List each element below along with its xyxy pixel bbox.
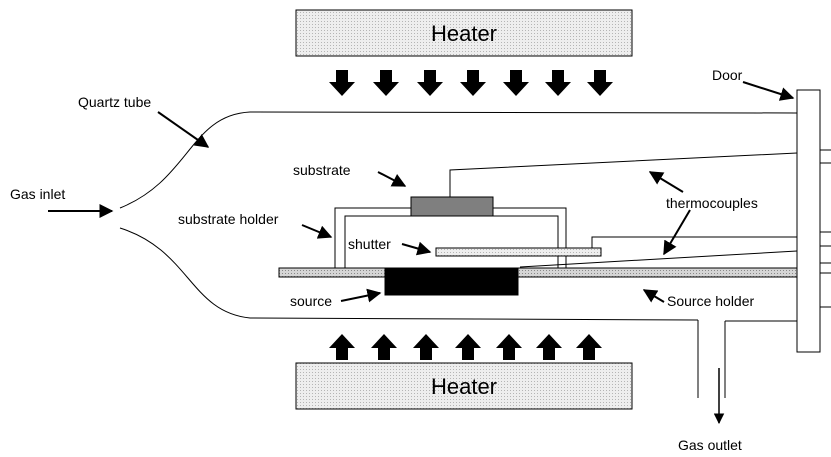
thermocouples-label: thermocouples [666, 195, 758, 211]
gas-inlet-label: Gas inlet [10, 186, 65, 202]
up-arrow-icon [455, 334, 481, 360]
bottom-heater-label: Heater [431, 374, 497, 399]
gas-outlet-label: Gas outlet [678, 437, 742, 453]
bottom-heat-arrows [329, 334, 602, 360]
door-arrow [742, 81, 795, 101]
substrate-holder-arrow [301, 224, 333, 239]
thermocouple-arrow-lower [663, 209, 691, 256]
down-arrow-icon [329, 70, 355, 96]
down-arrow-icon [545, 70, 571, 96]
substrate-label: substrate [293, 162, 351, 178]
substrate-arrow [377, 171, 407, 187]
top-heater-label: Heater [431, 21, 497, 46]
top-heater: Heater [295, 9, 633, 57]
substrate-holder-label: substrate holder [178, 211, 279, 227]
thermocouple-wires [449, 152, 798, 268]
up-arrow-icon [371, 334, 397, 360]
up-arrow-icon [329, 334, 355, 360]
down-arrow-icon [587, 70, 613, 96]
source-holder [278, 267, 798, 278]
quartz-tube [119, 111, 798, 398]
source-arrow [340, 288, 382, 303]
substrate [410, 196, 494, 217]
up-arrow-icon [576, 334, 602, 360]
down-arrow-icon [417, 70, 443, 96]
source [384, 267, 519, 296]
down-arrow-icon [373, 70, 399, 96]
up-arrow-icon [413, 334, 439, 360]
source-holder-label: Source holder [667, 293, 755, 309]
source-holder-arrow [642, 289, 665, 303]
shutter-arrow [401, 241, 432, 256]
door-label: Door [712, 67, 743, 83]
source-label: source [290, 293, 332, 309]
down-arrow-icon [503, 70, 529, 96]
quartz-tube-arrow [157, 111, 210, 148]
door [796, 89, 831, 353]
pointer-arrows [48, 81, 795, 303]
up-arrow-icon [536, 334, 562, 360]
quartz-tube-label: Quartz tube [78, 94, 151, 110]
up-arrow-icon [496, 334, 522, 360]
shutter [435, 247, 602, 257]
top-heat-arrows [329, 70, 613, 96]
down-arrow-icon [460, 70, 486, 96]
thermocouple-arrow-upper [648, 171, 684, 193]
bottom-heater: Heater [295, 362, 633, 410]
shutter-label: shutter [348, 236, 391, 252]
